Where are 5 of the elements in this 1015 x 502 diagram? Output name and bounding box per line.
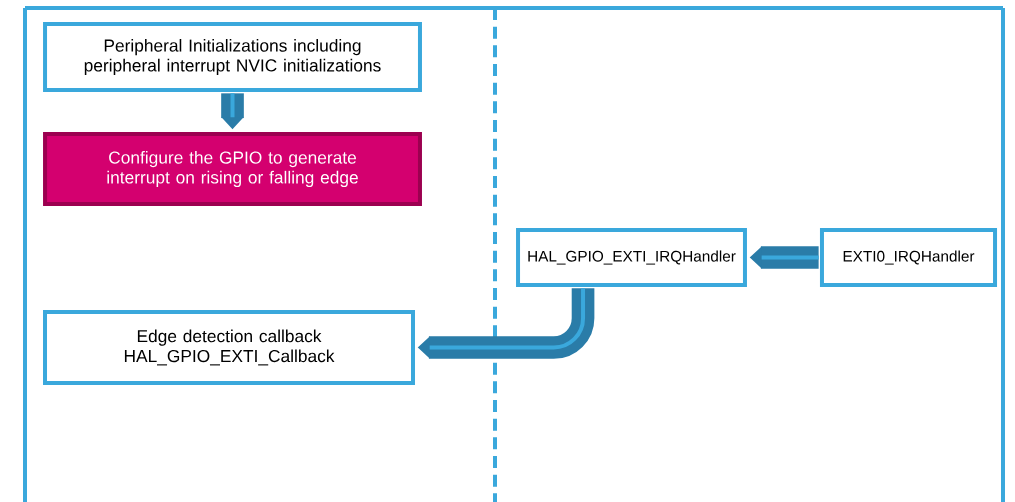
process-box: Edge detection callback HAL_GPIO_EXTI_Callback [43,310,415,385]
process-box: EXTI0_IRQHandler [819,228,998,287]
process-box: Configure the GPIO to generate interrupt on rising or falling edge [43,132,422,206]
process-box: HAL_GPIO_EXTI_IRQHandler [516,228,747,287]
process-box: Peripheral Initializations including peripheral interrupt NVIC initializations [43,22,422,92]
